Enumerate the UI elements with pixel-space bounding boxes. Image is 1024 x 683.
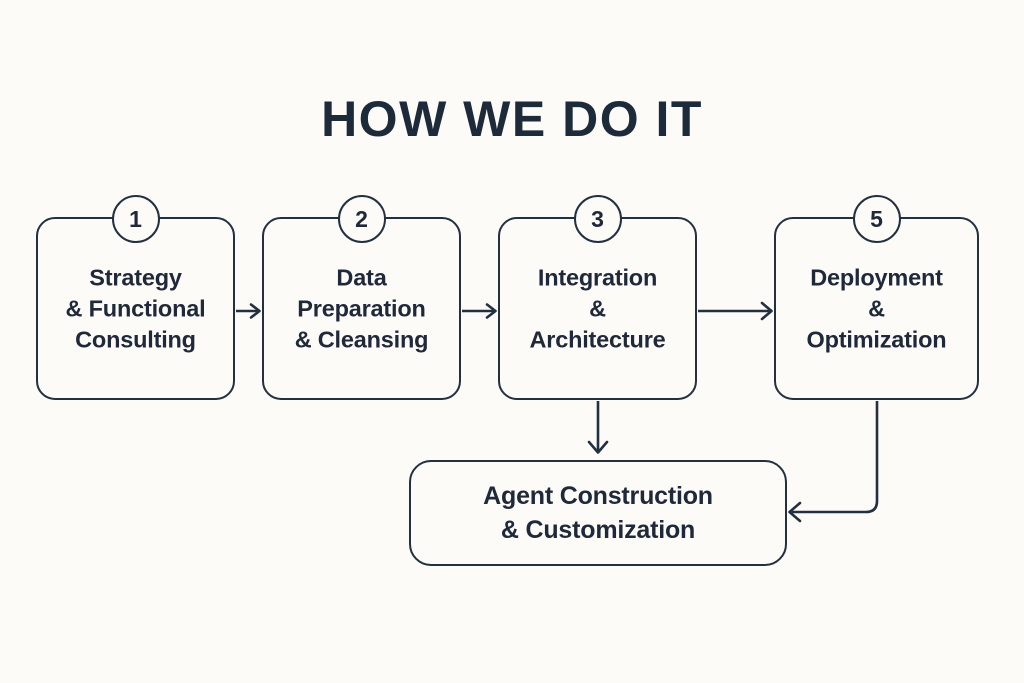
step-badge-5: 5 — [852, 195, 901, 243]
step-label-3: Integration & Architecture — [500, 262, 695, 355]
step-label-1: Strategy & Functional Consulting — [38, 262, 233, 355]
step-box-1[interactable]: 1 Strategy & Functional Consulting — [36, 195, 235, 400]
result-label-line2: & Customization — [500, 516, 696, 544]
result-label: Agent Construction & Customization — [483, 479, 713, 548]
step-label-2-line2: Preparation — [297, 294, 426, 321]
step-box-2[interactable]: 2 Data Preparation & Cleansing — [262, 195, 461, 400]
step-label-3-line3: Architecture — [529, 326, 666, 353]
arrow-step3-to-step5-icon — [698, 301, 773, 321]
step-label-1-line2: & Functional — [65, 294, 206, 321]
step-label-3-line2: & — [589, 294, 606, 321]
arrow-step1-to-step2-icon — [236, 303, 261, 319]
step-label-2-line3: & Cleansing — [294, 326, 429, 353]
result-box-agent-construction[interactable]: Agent Construction & Customization — [409, 460, 787, 566]
step-label-5: Deployment & Optimization — [776, 262, 977, 355]
arrow-step5-to-result-icon — [788, 401, 879, 523]
arrow-step3-to-result-icon — [587, 401, 609, 454]
arrow-step2-to-step3-icon — [462, 303, 497, 319]
result-label-line1: Agent Construction — [483, 481, 713, 510]
step-box-5[interactable]: 5 Deployment & Optimization — [774, 195, 979, 400]
step-label-3-line1: Integration — [537, 263, 658, 290]
step-box-3[interactable]: 3 Integration & Architecture — [498, 195, 697, 400]
step-label-2: Data Preparation & Cleansing — [264, 262, 459, 355]
step-badge-1: 1 — [111, 195, 160, 243]
step-label-5-line2: & — [868, 294, 885, 321]
step-label-1-line3: Consulting — [75, 326, 196, 353]
step-label-2-line1: Data — [336, 263, 387, 290]
step-badge-3: 3 — [573, 195, 622, 243]
step-label-1-line1: Strategy — [89, 263, 182, 290]
step-badge-2: 2 — [337, 195, 386, 243]
step-label-5-line1: Deployment — [810, 263, 943, 290]
page-title: HOW WE DO IT — [321, 90, 703, 147]
step-label-5-line3: Optimization — [806, 326, 947, 353]
